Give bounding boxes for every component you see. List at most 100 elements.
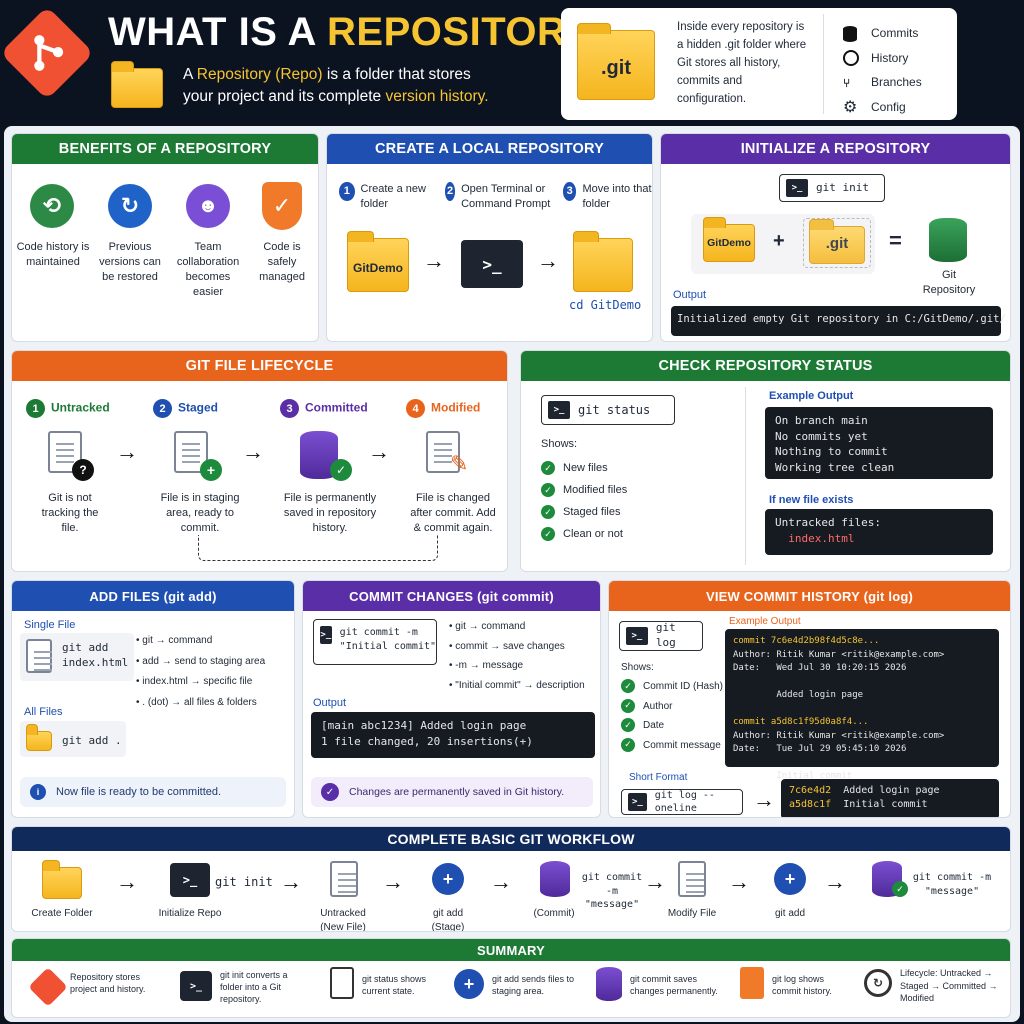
log-example-output: commit 7c6e4d2b98f4d5c8e... Author: Riti… bbox=[725, 629, 999, 781]
summary-title: SUMMARY bbox=[12, 939, 1010, 961]
header: WHAT IS A REPOSITORY? A Repository (Repo… bbox=[0, 0, 1024, 122]
arrow-icon: → bbox=[116, 439, 138, 464]
wf-commit: (Commit) bbox=[533, 908, 575, 919]
file-icon bbox=[26, 639, 52, 673]
git-history-item: History bbox=[843, 46, 922, 71]
cycle-icon: ↻ bbox=[864, 969, 892, 997]
git-folder-icon: .git bbox=[577, 23, 655, 100]
question-icon: ? bbox=[72, 459, 94, 481]
pencil-icon: ✎ bbox=[450, 451, 469, 476]
commit-title: COMMIT CHANGES (git commit) bbox=[303, 581, 600, 611]
terminal-icon: >_ bbox=[170, 863, 210, 897]
git-logo-icon bbox=[0, 6, 94, 100]
database-icon bbox=[596, 967, 622, 1001]
header-description: A Repository (Repo) is a folder that sto… bbox=[183, 66, 489, 105]
benefit-safe: Code is safely managed bbox=[259, 241, 305, 283]
untracked-desc: Git is not tracking the file. bbox=[41, 492, 99, 534]
folder-icon bbox=[111, 61, 163, 108]
all-files-label: All Files bbox=[24, 706, 63, 718]
git-logo-icon bbox=[28, 967, 68, 1007]
git-commit-command: >_git commit -m "Initial commit" bbox=[313, 619, 437, 665]
wf-git-add: git add (Stage) bbox=[431, 908, 465, 932]
git-folder-card: .git Inside every repository is a hidden… bbox=[561, 8, 957, 120]
all-add-command: git add . bbox=[62, 734, 122, 747]
plus-icon: + bbox=[454, 969, 484, 999]
create-title: CREATE A LOCAL REPOSITORY bbox=[327, 134, 652, 164]
log-panel: VIEW COMMIT HISTORY (git log) >_git log … bbox=[608, 580, 1011, 818]
arrow-icon: → bbox=[644, 869, 666, 894]
workflow-panel: COMPLETE BASIC GIT WORKFLOW Create Folde… bbox=[11, 826, 1011, 932]
arrow-icon: → bbox=[280, 869, 302, 894]
benefit-restore: Previous versions can be restored bbox=[99, 241, 161, 283]
add-panel: ADD FILES (git add) Single File git add … bbox=[11, 580, 295, 818]
wf-create-folder: Create Folder bbox=[31, 908, 93, 919]
short-format-label: Short Format bbox=[629, 772, 688, 783]
status-shows-label: Shows: bbox=[541, 438, 578, 450]
single-add-command: git add index.html bbox=[62, 641, 129, 669]
benefits-panel: BENEFITS OF A REPOSITORY ⟲ ↻ ☻ ✓ Code hi… bbox=[11, 133, 319, 342]
init-panel: INITIALIZE A REPOSITORY >_git init GitDe… bbox=[660, 133, 1011, 342]
git-branches-item: ⑂Branches bbox=[843, 70, 922, 95]
arrow-icon: → bbox=[824, 869, 846, 894]
gear-icon: ⚙ bbox=[843, 98, 858, 116]
cd-command: cd GitDemo bbox=[569, 298, 642, 312]
history-icon bbox=[843, 50, 859, 67]
plus-icon: + bbox=[774, 863, 806, 895]
git-init-command: >_git init bbox=[779, 174, 885, 202]
git-config-item: ⚙Config bbox=[843, 95, 922, 120]
arrow-icon: → bbox=[537, 248, 559, 273]
file-icon bbox=[330, 861, 358, 897]
arrow-icon: → bbox=[490, 869, 512, 894]
modified-desc: File is changed after commit. Add & comm… bbox=[410, 492, 496, 534]
plus-sign: + bbox=[773, 230, 785, 252]
modified-file-icon bbox=[678, 861, 706, 897]
workflow-title: COMPLETE BASIC GIT WORKFLOW bbox=[12, 827, 1010, 851]
folder-icon bbox=[573, 231, 633, 292]
git-log-command: >_git log bbox=[619, 621, 703, 651]
untracked-output: Untracked files: index.html bbox=[765, 509, 993, 555]
commit-panel: COMMIT CHANGES (git commit) >_git commit… bbox=[302, 580, 601, 818]
clock-icon: ⟲ bbox=[30, 184, 74, 228]
wf-commit-command: git commit -m "message" bbox=[581, 872, 643, 910]
status-shows-list: ✓New files ✓Modified files ✓Staged files… bbox=[541, 457, 627, 545]
arrow-icon: → bbox=[753, 787, 775, 812]
info-icon: i bbox=[30, 784, 46, 800]
init-output-label: Output bbox=[673, 289, 707, 301]
wf-commit-command-2: git commit -m "message" bbox=[912, 872, 992, 897]
wf-init-command: git init bbox=[215, 875, 273, 889]
summary-add: git add sends files to staging area. bbox=[492, 974, 575, 997]
log-shows-list: ✓Commit ID (Hash) ✓Author ✓Date ✓Commit … bbox=[621, 677, 723, 755]
arrow-icon: → bbox=[382, 869, 404, 894]
arrow-icon: → bbox=[423, 248, 445, 273]
commit-output-label: Output bbox=[313, 697, 347, 709]
git-repo-label: Git Repository bbox=[922, 269, 976, 296]
staged-desc: File is in staging area, ready to commit… bbox=[160, 492, 240, 534]
check-icon: ✓ bbox=[321, 783, 339, 801]
commit-note: ✓Changes are permanently saved in Git hi… bbox=[311, 777, 593, 807]
status-panel: CHECK REPOSITORY STATUS >_git status Sho… bbox=[520, 350, 1011, 572]
clipboard-icon bbox=[330, 967, 354, 999]
terminal-icon: >_ bbox=[180, 971, 212, 1001]
single-file-label: Single File bbox=[24, 619, 76, 631]
summary-init: git init converts a folder into a Git re… bbox=[220, 970, 288, 1005]
committed-desc: File is permanently saved in repository … bbox=[283, 492, 377, 534]
status-example-output: On branch main No commits yet Nothing to… bbox=[765, 407, 993, 479]
lifecycle-title: GIT FILE LIFECYCLE bbox=[12, 351, 507, 381]
git-status-command: >_git status bbox=[541, 395, 675, 425]
equals-sign: = bbox=[889, 228, 902, 253]
folder-icon bbox=[42, 860, 82, 899]
commit-output: [main abc1234] Added login page 1 file c… bbox=[311, 712, 595, 758]
git-commits-item: Commits bbox=[843, 21, 922, 46]
summary-log: git log shows commit history. bbox=[772, 974, 832, 997]
summary-repo: Repository stores project and history. bbox=[70, 972, 146, 995]
benefits-title: BENEFITS OF A REPOSITORY bbox=[12, 134, 318, 164]
wf-init-repo: Initialize Repo bbox=[158, 908, 222, 919]
wf-modify: Modify File bbox=[667, 908, 717, 919]
